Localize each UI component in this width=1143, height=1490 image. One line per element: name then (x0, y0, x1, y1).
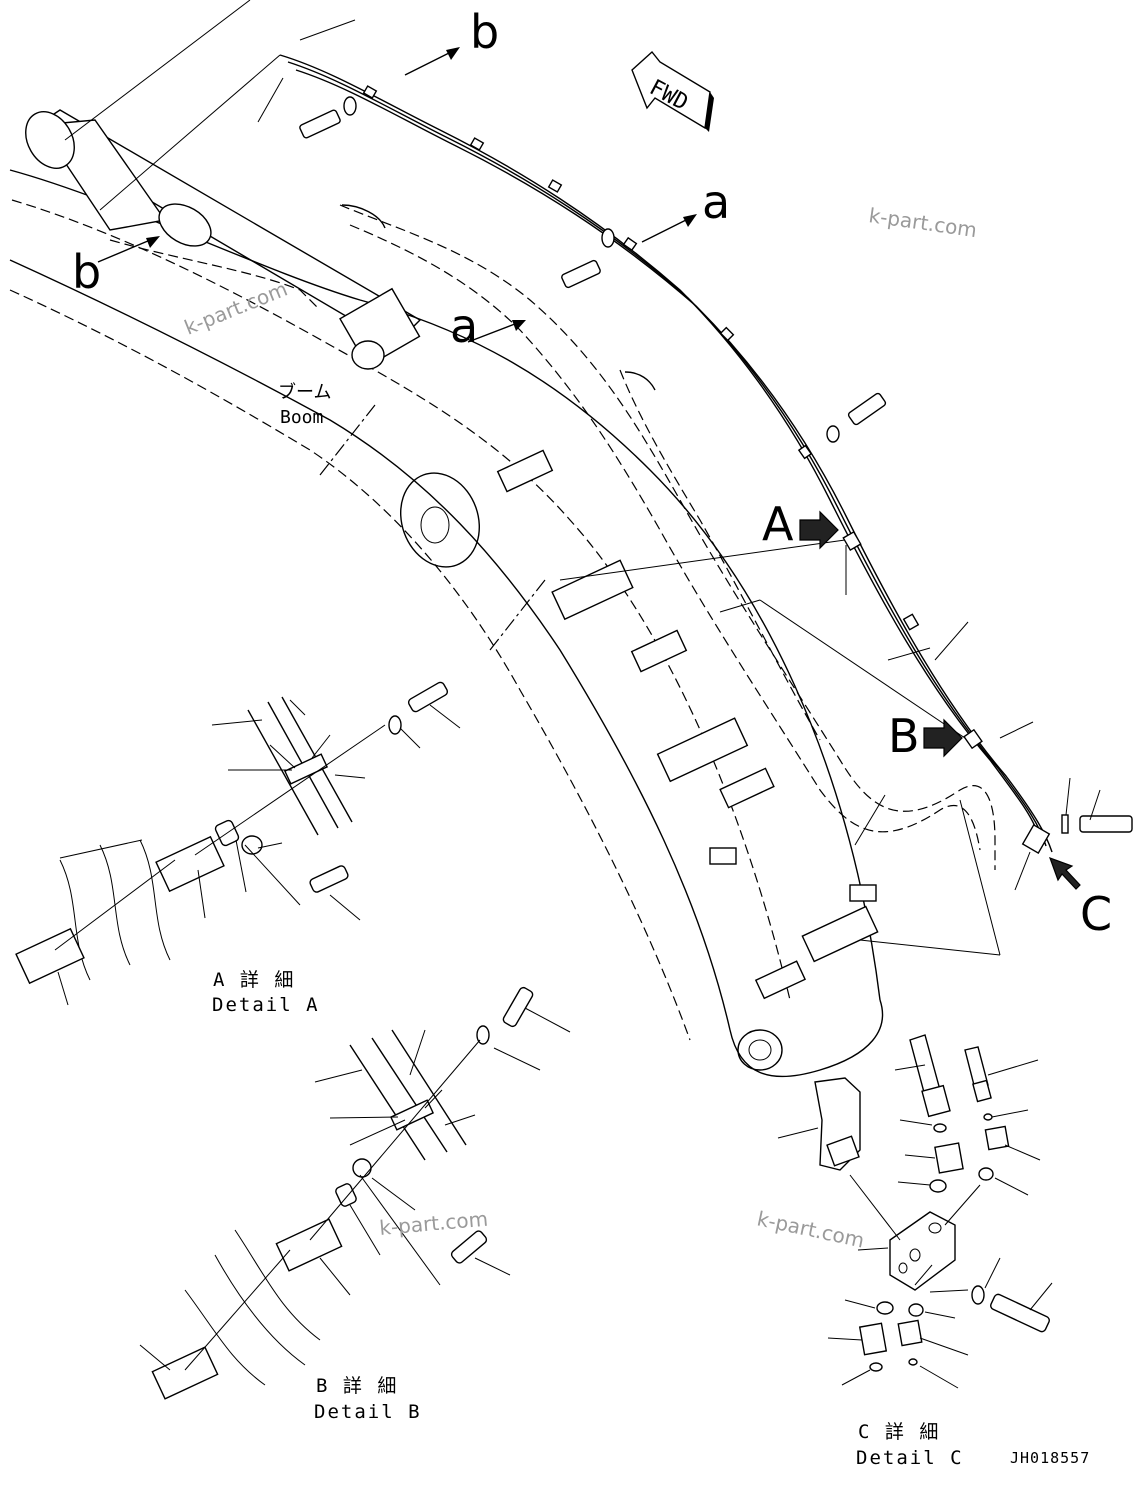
detail-c-title-jp: C 詳 細 (858, 1421, 940, 1443)
view-letters: b a a b A B C (72, 5, 1112, 941)
hose-lines (109, 54, 1053, 870)
detail-a-title-en: Detail A (212, 994, 320, 1016)
detail-a-drawing (15, 681, 461, 1006)
detail-c-title-en: Detail C (856, 1447, 964, 1469)
boom-label-jp: ブーム (278, 381, 331, 403)
watermark-top-right: k-part.com (867, 203, 978, 242)
detail-c-drawing (777, 1034, 1053, 1389)
view-label-b-top: b (470, 5, 499, 59)
main-bolts (299, 96, 1133, 834)
view-label-A: A (762, 497, 794, 551)
view-arrows (97, 47, 1081, 890)
boom-outline (9, 169, 884, 1078)
view-label-a-left: a (450, 299, 478, 353)
hose-clamps (362, 85, 1051, 854)
view-label-a-top: a (702, 175, 730, 229)
drawing-number: JH018557 (1010, 1449, 1090, 1467)
detail-b-title-jp: B 詳 細 (316, 1375, 398, 1397)
detail-b-title-en: Detail B (314, 1401, 422, 1423)
view-label-B: B (888, 709, 920, 763)
fwd-arrow-icon: FWD (631, 50, 714, 132)
detail-b-drawing (139, 986, 571, 1400)
boom-cylinder (25, 109, 422, 370)
leader-lines (64, 0, 1101, 956)
boom-label-en: Boom (280, 407, 323, 428)
watermark-detail-c: k-part.com (755, 1206, 867, 1252)
view-label-b-left: b (72, 245, 101, 299)
watermark-left: k-part.com (181, 277, 291, 340)
detail-a-title-jp: A 詳 細 (213, 969, 295, 991)
boom-brackets (496, 449, 879, 1000)
view-label-C: C (1080, 887, 1112, 941)
